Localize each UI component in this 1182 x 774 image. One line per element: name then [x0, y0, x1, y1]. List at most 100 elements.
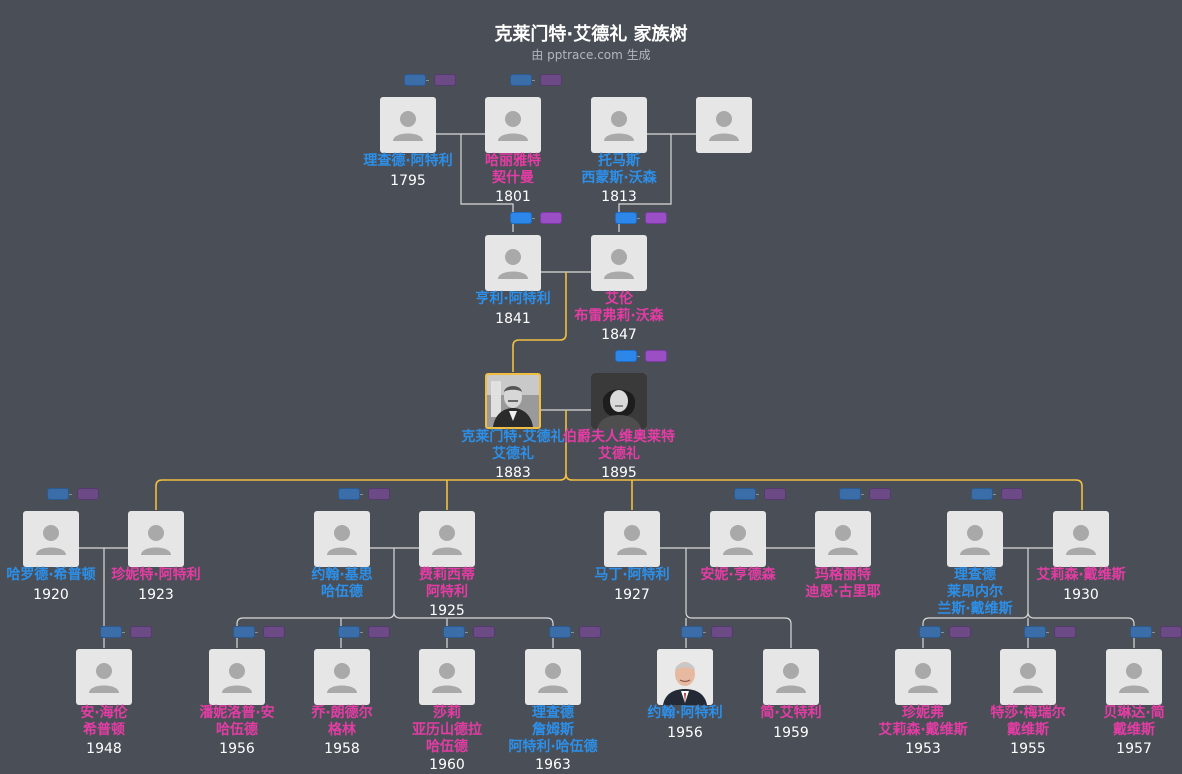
person-avatar-placeholder[interactable] [314, 649, 370, 705]
badge-connector [637, 356, 640, 357]
person-avatar-placeholder[interactable] [76, 649, 132, 705]
person-name: 理查德·阿特利 [363, 153, 453, 169]
person-avatar-placeholder[interactable] [525, 649, 581, 705]
expand-father-button[interactable] [443, 626, 468, 638]
badge-connector [756, 494, 759, 495]
person-birth-year: 1957 [1116, 741, 1152, 757]
badge-connector [532, 80, 535, 81]
badge-connector [861, 494, 864, 495]
badge-connector [993, 494, 996, 495]
expand-mother-button[interactable] [711, 626, 733, 638]
expand-mother-button[interactable] [434, 74, 456, 86]
page-subtitle: 由 pptrace.com 生成 [531, 48, 651, 62]
person-birth-year: 1963 [535, 757, 571, 773]
person-name: 安妮·亨德森 [700, 567, 776, 583]
person-name: 乔·朗德尔 格林 [311, 705, 373, 738]
expand-mother-button[interactable] [473, 626, 495, 638]
expand-mother-button[interactable] [540, 212, 562, 224]
expand-mother-button[interactable] [579, 626, 601, 638]
person-name: 理查德 莱昂内尔 兰斯·戴维斯 [937, 567, 1013, 617]
person-avatar-placeholder[interactable] [604, 511, 660, 567]
person-name: 理查德 詹姆斯 阿特利·哈伍德 [508, 705, 598, 755]
person-name: 约翰·阿特利 [647, 705, 723, 721]
badge-connector [360, 494, 363, 495]
person-avatar-placeholder[interactable] [419, 649, 475, 705]
expand-father-button[interactable] [549, 626, 574, 638]
badge-connector [941, 632, 944, 633]
expand-father-button[interactable] [1130, 626, 1155, 638]
expand-father-button[interactable] [404, 74, 429, 86]
person-avatar-placeholder[interactable] [947, 511, 1003, 567]
person-birth-year: 1948 [86, 741, 122, 757]
person-avatar-placeholder[interactable] [1106, 649, 1162, 705]
badge-connector [703, 632, 706, 633]
person-birth-year: 1883 [495, 465, 531, 481]
expand-father-button[interactable] [615, 212, 640, 224]
person-avatar-placeholder[interactable] [1000, 649, 1056, 705]
person-avatar-placeholder[interactable] [128, 511, 184, 567]
person-birth-year: 1958 [324, 741, 360, 757]
person-name: 伯爵夫人维奥莱特 艾德礼 [563, 429, 675, 462]
expand-mother-button[interactable] [540, 74, 562, 86]
expand-father-button[interactable] [615, 350, 640, 362]
expand-mother-button[interactable] [869, 488, 891, 500]
expand-mother-button[interactable] [1001, 488, 1023, 500]
expand-mother-button[interactable] [764, 488, 786, 500]
person-name: 特莎·梅瑞尔 戴维斯 [990, 705, 1066, 738]
person-avatar-placeholder[interactable] [314, 511, 370, 567]
expand-father-button[interactable] [1024, 626, 1049, 638]
person-birth-year: 1895 [601, 465, 637, 481]
expand-mother-button[interactable] [1054, 626, 1076, 638]
person-avatar-placeholder[interactable] [23, 511, 79, 567]
expand-father-button[interactable] [510, 74, 535, 86]
person-avatar-placeholder[interactable] [485, 235, 541, 291]
expand-mother-button[interactable] [645, 350, 667, 362]
expand-mother-button[interactable] [263, 626, 285, 638]
expand-mother-button[interactable] [368, 488, 390, 500]
person-avatar-placeholder[interactable] [485, 97, 541, 153]
expand-father-button[interactable] [839, 488, 864, 500]
person-avatar-placeholder[interactable] [1053, 511, 1109, 567]
person-avatar-placeholder[interactable] [696, 97, 752, 153]
expand-father-button[interactable] [681, 626, 706, 638]
person-avatar-placeholder[interactable] [763, 649, 819, 705]
person-birth-year: 1960 [429, 757, 465, 773]
person-avatar-placeholder[interactable] [209, 649, 265, 705]
person-photo-john[interactable] [657, 649, 713, 705]
expand-father-button[interactable] [233, 626, 258, 638]
person-name: 哈罗德·希普顿 [6, 567, 96, 583]
expand-father-button[interactable] [919, 626, 944, 638]
page-title: 克莱门特·艾德礼 家族树 [494, 24, 688, 45]
person-avatar-placeholder[interactable] [895, 649, 951, 705]
person-birth-year: 1923 [138, 587, 174, 603]
expand-father-button[interactable] [338, 488, 363, 500]
person-avatar-placeholder[interactable] [815, 511, 871, 567]
expand-father-button[interactable] [100, 626, 125, 638]
person-name: 莎莉 亚历山德拉 哈伍德 [412, 705, 482, 755]
person-avatar-placeholder[interactable] [419, 511, 475, 567]
person-name: 简·艾特利 [760, 705, 822, 721]
person-avatar-placeholder[interactable] [380, 97, 436, 153]
person-avatar-placeholder[interactable] [710, 511, 766, 567]
expand-father-button[interactable] [510, 212, 535, 224]
expand-mother-button[interactable] [1160, 626, 1182, 638]
expand-father-button[interactable] [734, 488, 759, 500]
person-photo-violet[interactable] [591, 373, 647, 429]
person-photo-clement[interactable] [485, 373, 541, 429]
badge-connector [426, 80, 429, 81]
person-avatar-placeholder[interactable] [591, 97, 647, 153]
person-birth-year: 1813 [601, 189, 637, 205]
person-name: 费莉西蒂 阿特利 [419, 567, 475, 600]
badge-connector [1152, 632, 1155, 633]
expand-mother-button[interactable] [949, 626, 971, 638]
expand-mother-button[interactable] [368, 626, 390, 638]
person-avatar-placeholder[interactable] [591, 235, 647, 291]
expand-mother-button[interactable] [77, 488, 99, 500]
expand-father-button[interactable] [971, 488, 996, 500]
badge-connector [465, 632, 468, 633]
badge-connector [532, 218, 535, 219]
expand-father-button[interactable] [338, 626, 363, 638]
expand-mother-button[interactable] [645, 212, 667, 224]
expand-father-button[interactable] [47, 488, 72, 500]
expand-mother-button[interactable] [130, 626, 152, 638]
